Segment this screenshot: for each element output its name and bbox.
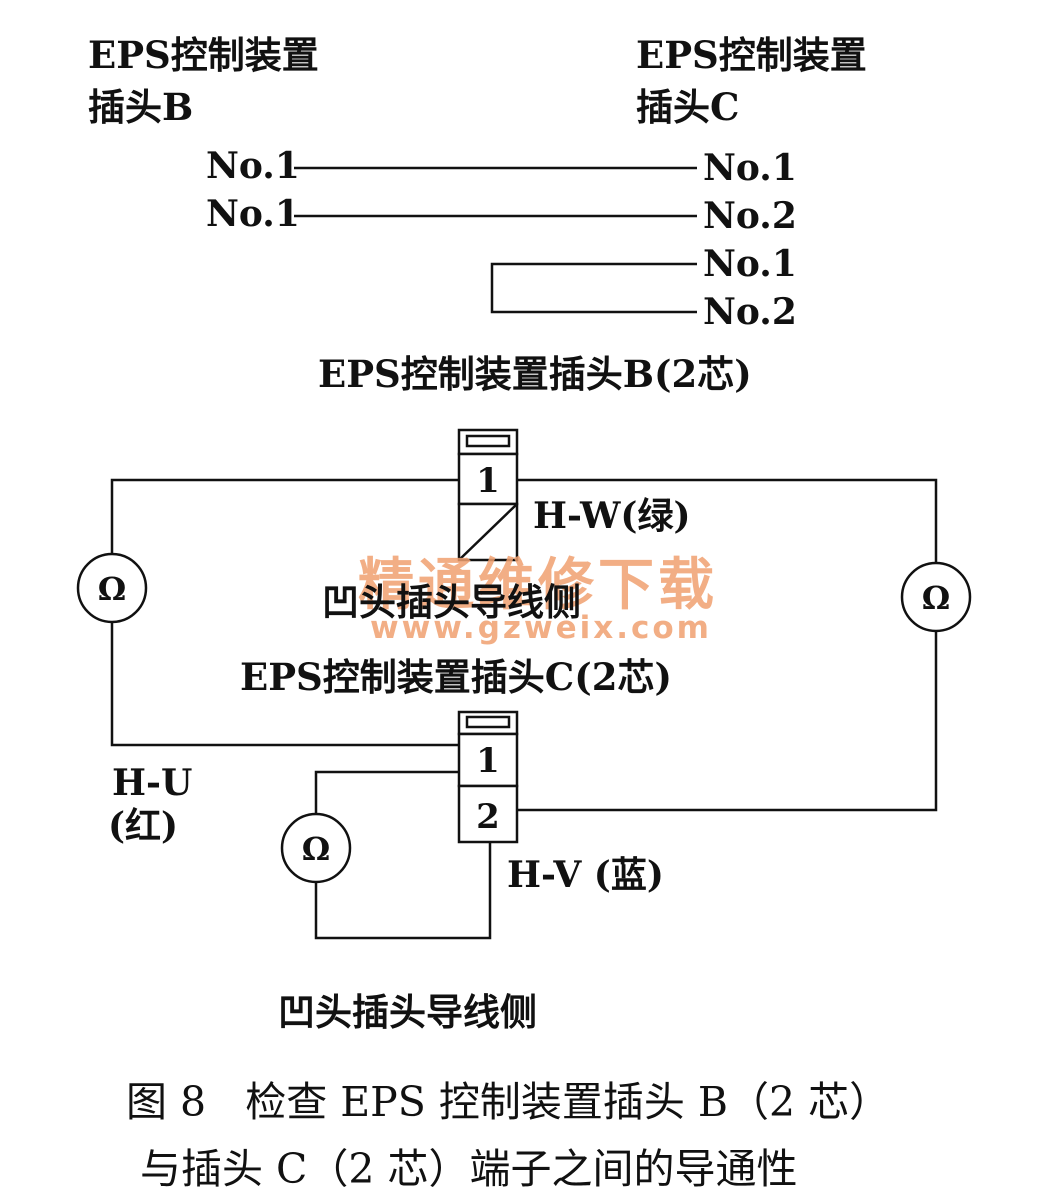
row2-right-pin: No.2 [703, 195, 797, 237]
connector-b: EPS控制装置插头B(2芯) 1 H-W(绿) [318, 352, 752, 562]
ohmmeter-bottom: Ω [280, 812, 352, 884]
row3-row4-bracket [490, 262, 697, 314]
wire-hu-label-line2: (红) [108, 805, 178, 847]
ohmmeter-right: Ω [900, 561, 972, 633]
row2-left-pin: No.1 [206, 193, 300, 235]
connector-b-latch-inner [465, 434, 511, 448]
wire-bottom-meter-top [314, 770, 459, 814]
side-label-connector-b: 凹头插头导线侧 [322, 580, 581, 624]
plug-b-title-line1: EPS控制装置 [88, 33, 319, 77]
ohm-icon: Ω [98, 570, 126, 608]
ohmmeter-left-body [76, 552, 148, 624]
connector-c-title: EPS控制装置插头C(2芯) [240, 655, 672, 699]
connector-c: EPS控制装置插头C(2芯) 1 2 [240, 655, 672, 844]
connector-b-title: EPS控制装置插头B(2芯) [318, 352, 752, 396]
caption-line2: 与插头 C（2 芯）端子之间的导通性 [140, 1145, 798, 1193]
caption-line1: 图 8 检查 EPS 控制装置插头 B（2 芯） [126, 1078, 890, 1126]
wire-hu-label-line1: H-U [112, 762, 192, 804]
wire-hw-label: H-W(绿) [533, 495, 690, 537]
side-label-connector-c: 凹头插头导线侧 [278, 990, 537, 1034]
connector-c-pin2-label: 2 [476, 797, 500, 837]
watermark-line1: 精通维修下载 [358, 553, 718, 618]
connector-c-latch-inner [465, 715, 511, 729]
wire-hv-label: H-V (蓝) [507, 854, 664, 896]
row1-left-pin: No.1 [206, 145, 300, 187]
ohm-icon: Ω [922, 579, 950, 617]
wire-bottom-meter-bottom [314, 842, 492, 940]
measurement-wiring [110, 478, 938, 940]
connector-c-pin1-label: 1 [476, 741, 500, 781]
watermark-line2: www.gzweix.com [370, 610, 712, 646]
wire-left-top [110, 478, 459, 555]
plug-c-title-line2: 插头C [636, 85, 739, 129]
ohmmeter-left: Ω [76, 552, 148, 624]
plug-c-title-line1: EPS控制装置 [636, 33, 867, 77]
connector-c-pin1-cell [457, 732, 519, 788]
wire-right-bottom [517, 630, 938, 812]
ohmmeter-bottom-body [280, 812, 352, 884]
ohm-icon: Ω [302, 830, 330, 868]
connector-c-pin2-cell [457, 784, 519, 844]
figure-caption: 图 8 检查 EPS 控制装置插头 B（2 芯） 与插头 C（2 芯）端子之间的… [126, 1078, 890, 1193]
pin-correspondence-table: EPS控制装置 插头B EPS控制装置 插头C No.1 No.1 No.1 N… [88, 33, 867, 333]
plug-b-title-line2: 插头B [88, 85, 193, 129]
row3-right-pin: No.1 [703, 243, 797, 285]
wire-right-top [517, 478, 938, 564]
watermark: 精通维修下载 www.gzweix.com [358, 553, 718, 646]
ohmmeter-right-body [900, 561, 972, 633]
wire-left-bottom [110, 622, 459, 747]
connector-b-pin1-label: 1 [476, 461, 500, 501]
row4-right-pin: No.2 [703, 291, 797, 333]
connector-b-blank-diagonal [458, 503, 518, 561]
row1-right-pin: No.1 [703, 147, 797, 189]
